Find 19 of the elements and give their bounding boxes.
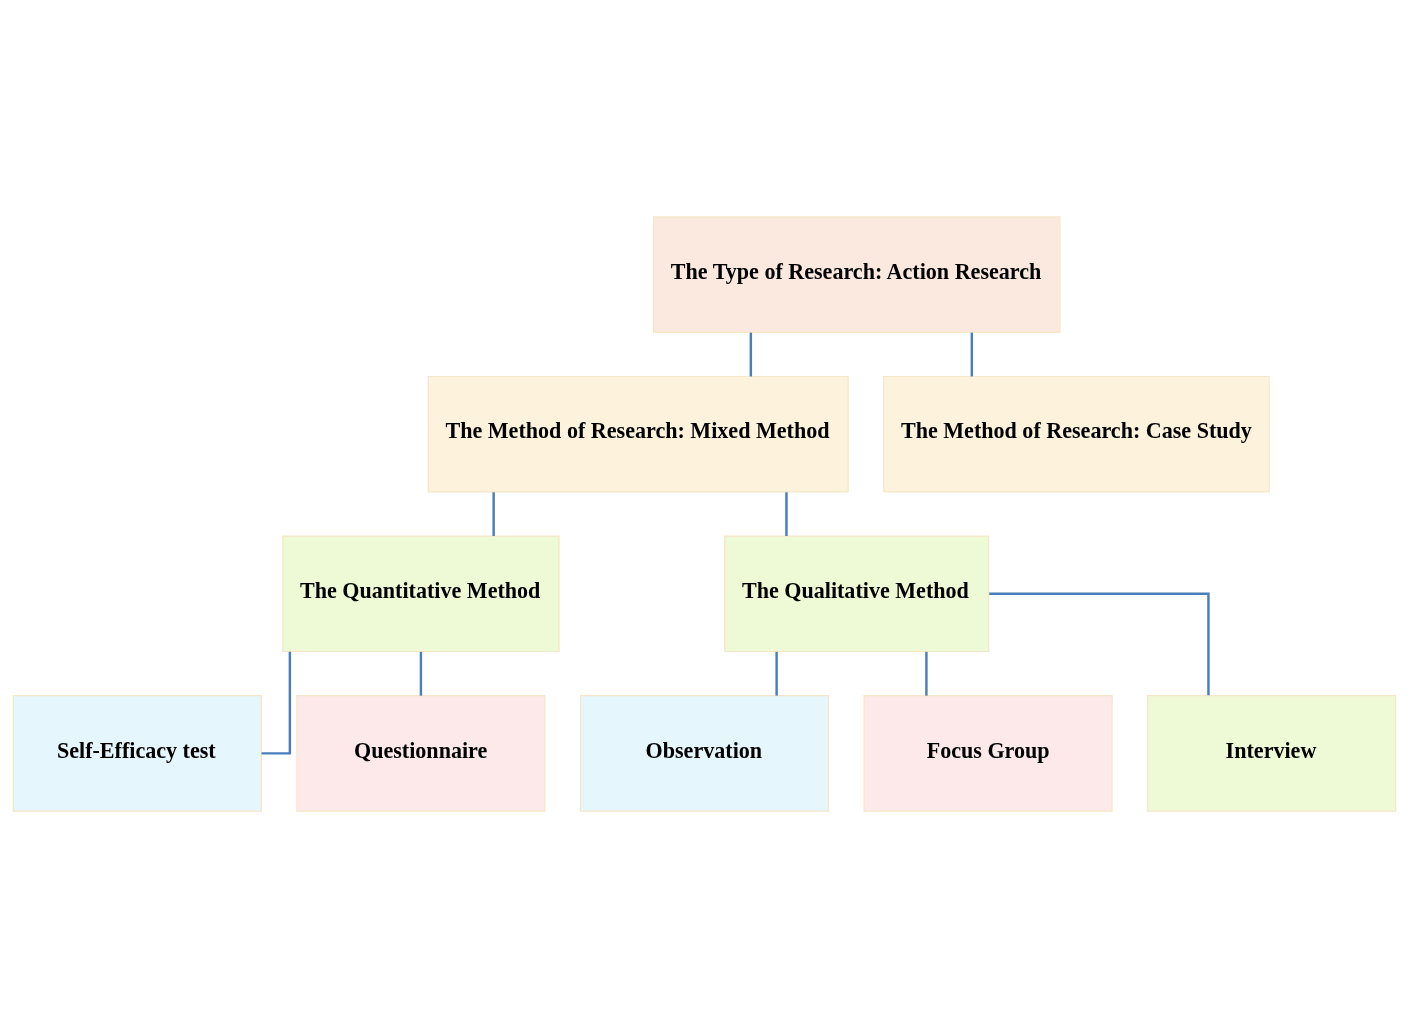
connector xyxy=(749,332,753,376)
node-box: Interview xyxy=(1147,694,1397,812)
node-box: The Quantitative Method xyxy=(282,535,560,652)
node-box: Observation xyxy=(579,694,830,812)
node-box: The Method of Research: Case Study xyxy=(883,375,1270,492)
connector xyxy=(492,491,495,536)
connector xyxy=(261,651,292,755)
node-box: Focus Group xyxy=(863,694,1113,812)
connector xyxy=(989,592,1210,695)
connector xyxy=(970,332,974,376)
node-box: Self-Efficacy test xyxy=(12,694,262,812)
node-box: Questionnaire xyxy=(296,694,546,812)
node-box: The Type of Research: Action Research xyxy=(652,215,1061,333)
node-box: The Qualitative Method xyxy=(724,535,990,652)
connector xyxy=(925,651,928,696)
node-box: The Method of Research: Mixed Method xyxy=(427,375,849,492)
connector xyxy=(775,651,778,696)
connector xyxy=(785,491,788,536)
connector xyxy=(419,651,423,696)
